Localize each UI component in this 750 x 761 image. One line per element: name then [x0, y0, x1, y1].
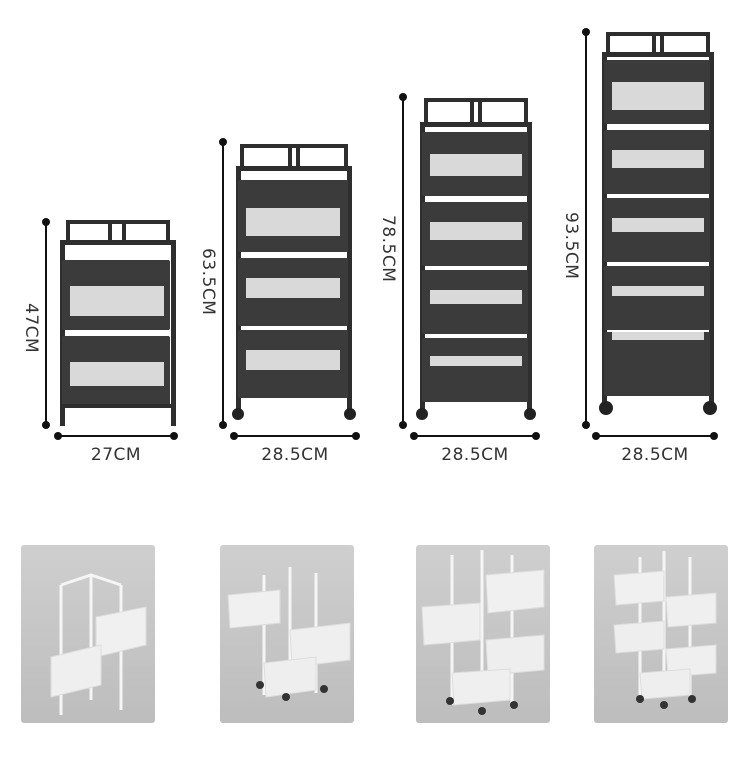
width-line-2 [234, 435, 356, 437]
rack-image-2 [232, 144, 356, 420]
height-line-1 [45, 222, 47, 425]
width-line-4 [596, 435, 714, 437]
rack-image-1 [60, 220, 176, 426]
white-rack-2-tier-photo [21, 545, 155, 723]
rack-image-4 [599, 32, 717, 415]
rack-image-3 [416, 98, 536, 420]
height-line-3 [402, 97, 404, 425]
height-label-1: 47CM [21, 303, 41, 354]
width-label-1: 27CM [90, 445, 142, 465]
width-label-3: 28.5CM [441, 445, 509, 465]
height-line-4 [585, 32, 587, 425]
width-line-1 [58, 435, 174, 437]
height-line-2 [222, 142, 224, 425]
width-label-2: 28.5CM [261, 445, 329, 465]
width-label-4: 28.5CM [621, 445, 689, 465]
width-line-3 [414, 435, 536, 437]
white-rack-5-tier-photo [594, 545, 728, 723]
white-rack-4-tier-photo [416, 545, 550, 723]
height-label-4: 93.5CM [561, 212, 581, 280]
height-label-2: 63.5CM [198, 248, 218, 316]
height-label-3: 78.5CM [378, 215, 398, 283]
white-rack-3-tier-photo [220, 545, 354, 723]
